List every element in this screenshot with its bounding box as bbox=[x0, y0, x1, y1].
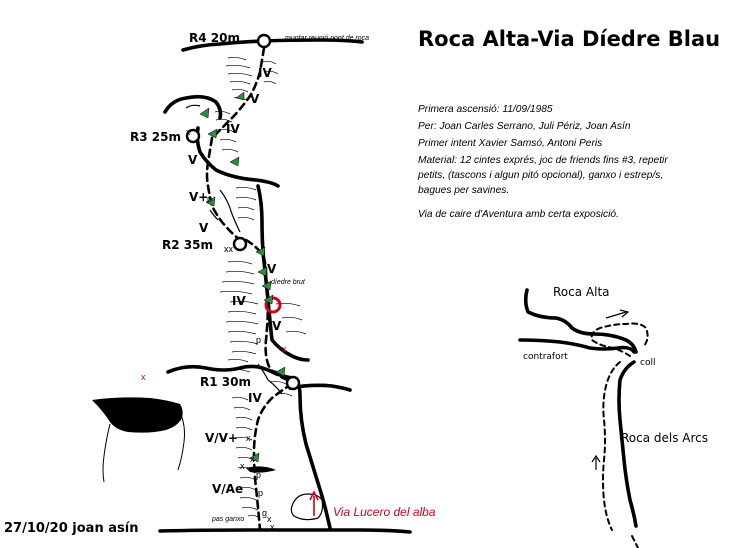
cave-silhouette bbox=[92, 397, 185, 483]
r4-ring bbox=[256, 33, 272, 49]
r4-label: R4 20m bbox=[189, 31, 240, 45]
grade-label: IV bbox=[258, 66, 272, 80]
location-map: Roca Alta contrafort coll Roca dels Arcs bbox=[518, 285, 708, 548]
r1-ring bbox=[285, 375, 301, 391]
grade-label: V bbox=[188, 153, 198, 167]
bolt-icon bbox=[263, 294, 274, 305]
crux-marker bbox=[264, 296, 282, 314]
double-bolt-mark: xx bbox=[224, 244, 234, 254]
map-coll: coll bbox=[640, 358, 655, 368]
r2-ring bbox=[232, 236, 248, 252]
grade-label: V bbox=[199, 221, 209, 235]
info-line-3: Primer intent Xavier Samsó, Antoni Peris bbox=[418, 138, 602, 149]
roof-wedge bbox=[246, 466, 276, 473]
map-contrafort: contrafort bbox=[523, 352, 568, 362]
belay-rings bbox=[185, 33, 301, 391]
grade-label: V bbox=[267, 262, 277, 276]
grade-label: V/V+ bbox=[205, 431, 238, 445]
bolt-icon bbox=[275, 366, 286, 377]
info-line-4: Material: 12 cintes exprés, joc de frien… bbox=[418, 155, 668, 166]
red-x-mark: x bbox=[282, 344, 287, 354]
r3-ring bbox=[185, 128, 201, 144]
date-signature: 27/10/20 joan asín bbox=[4, 521, 138, 536]
grade-label: V+ bbox=[189, 190, 208, 204]
map-roca-arcs: Roca dels Arcs bbox=[621, 431, 708, 445]
route-title: Roca Alta-Via Díedre Blau bbox=[418, 27, 720, 51]
lucero-label: Via Lucero del alba bbox=[333, 505, 436, 519]
lucero-start bbox=[290, 490, 324, 521]
rock-outlines bbox=[158, 38, 412, 534]
piton-mark: p bbox=[256, 470, 261, 480]
piton-mark: p bbox=[207, 194, 212, 204]
r4-note: muntar reunió pont de roca bbox=[285, 35, 369, 42]
route-info: Primera ascensió: 11/09/1985 Per: Joan C… bbox=[417, 104, 668, 220]
grade-label: V bbox=[250, 92, 260, 106]
grade-label: IV bbox=[232, 294, 246, 308]
map-roca-alta: Roca Alta bbox=[553, 285, 610, 299]
bolt-icon bbox=[207, 128, 218, 139]
bolt-icon bbox=[235, 91, 245, 101]
info-line-1: Primera ascensió: 11/09/1985 bbox=[418, 104, 553, 115]
r1-label: R1 30m bbox=[200, 375, 251, 389]
info-line-2: Per: Joan Carles Serrano, Juli Périz, Jo… bbox=[418, 121, 631, 132]
piton-mark: p bbox=[258, 488, 263, 498]
red-x-marks: x x bbox=[141, 344, 287, 382]
bolt-icon bbox=[205, 196, 216, 207]
info-line-5: petits, (tascons i algun pitó opcional),… bbox=[417, 170, 663, 181]
bolt-x-mark: x bbox=[270, 522, 275, 532]
pitch-marks: p p p p xx x x x x x x g bbox=[186, 127, 275, 532]
grade-label: IV bbox=[248, 391, 262, 405]
bolt-x-mark: x bbox=[186, 127, 191, 137]
bolt-icon bbox=[199, 107, 210, 119]
r3-label: R3 25m bbox=[130, 130, 181, 144]
bolt-icon bbox=[255, 246, 266, 257]
red-x-mark: x bbox=[141, 372, 146, 382]
grade-label: V bbox=[272, 319, 282, 333]
bolt-x-mark: x bbox=[246, 433, 251, 443]
info-line-8: Via de caire d'Aventura amb certa exposi… bbox=[418, 209, 619, 220]
grade-label: IV bbox=[226, 122, 240, 136]
r2-label: R2 35m bbox=[162, 238, 213, 252]
bolt-x-mark: x bbox=[240, 461, 245, 471]
bolt-x-mark: x bbox=[250, 454, 255, 464]
bolt-flags bbox=[199, 91, 286, 463]
piton-mark: p bbox=[256, 335, 261, 345]
bolt-icon bbox=[249, 452, 260, 463]
info-line-6: bagues per savines. bbox=[418, 185, 509, 196]
grade-label: V/Ae bbox=[212, 482, 243, 496]
arrow-right-icon bbox=[605, 311, 627, 319]
bolt-icon bbox=[261, 280, 272, 291]
diedre-note: díedre brut bbox=[271, 279, 306, 286]
bolt-icon bbox=[229, 156, 240, 167]
bolt-icon bbox=[257, 266, 268, 277]
bolt-x-mark: x bbox=[267, 514, 272, 524]
pas-ganxo-note: pas ganxo bbox=[211, 516, 244, 523]
hook-mark: g bbox=[262, 508, 267, 518]
